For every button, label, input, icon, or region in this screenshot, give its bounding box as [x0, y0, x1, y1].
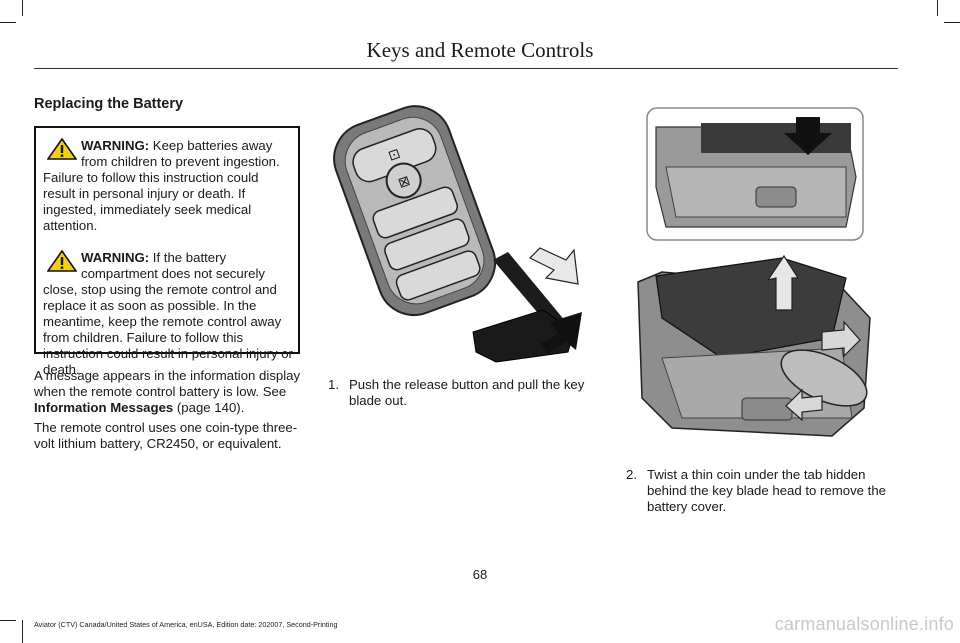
crop-mark: [944, 22, 960, 23]
paragraph-low-battery: A message appears in the information dis…: [34, 368, 306, 416]
information-messages-link[interactable]: Information Messages: [34, 400, 174, 415]
crop-mark: [22, 620, 23, 643]
warning-1: WARNING: Keep batteries away from childr…: [43, 138, 294, 234]
warning-text: If the battery compartment does not secu…: [43, 250, 293, 377]
warning-label: WARNING:: [81, 138, 150, 153]
warning-triangle-icon: [47, 138, 77, 160]
step-number: 2.: [626, 467, 637, 482]
warning-box: WARNING: Keep batteries away from childr…: [34, 126, 300, 377]
paragraph-text: A message appears in the information dis…: [34, 368, 301, 399]
page-title: Keys and Remote Controls: [366, 38, 594, 62]
crop-mark: [0, 22, 16, 23]
crop-mark: [22, 0, 23, 16]
step-number: 1.: [328, 377, 339, 392]
battery-cover-removal-illustration: [637, 254, 871, 437]
warning-label: WARNING:: [81, 250, 150, 265]
paragraph-battery-type: The remote control uses one coin-type th…: [34, 420, 298, 451]
svg-text:⊡: ⊡: [386, 146, 402, 165]
header-rule: [34, 68, 898, 69]
page-number: 68: [472, 567, 488, 582]
watermark: carmanualsonline.info: [774, 614, 954, 634]
warning-triangle-icon: [47, 250, 77, 272]
step-text: Twist a thin coin under the tab hidden b…: [647, 467, 887, 514]
footer-text: Aviator (CTV) Canada/United States of Am…: [34, 620, 338, 629]
step-text: Push the release button and pull the key…: [349, 377, 585, 408]
step-2: 2. Twist a thin coin under the tab hidde…: [626, 467, 891, 517]
battery-tab-closeup-illustration: [646, 107, 864, 241]
section-title: Replacing the Battery: [34, 96, 184, 112]
paragraph-text: (page 140).: [173, 400, 245, 415]
warning-2: WARNING: If the battery compartment does…: [43, 250, 294, 378]
svg-text:⊠: ⊠: [396, 173, 412, 192]
crop-mark: [937, 0, 938, 16]
step-1: 1. Push the release button and pull the …: [328, 377, 608, 417]
warning-text: Keep batteries away from children to pre…: [43, 138, 280, 233]
crop-mark: [0, 620, 16, 621]
key-fob-illustration: ⊡ ⊠: [333, 105, 582, 363]
